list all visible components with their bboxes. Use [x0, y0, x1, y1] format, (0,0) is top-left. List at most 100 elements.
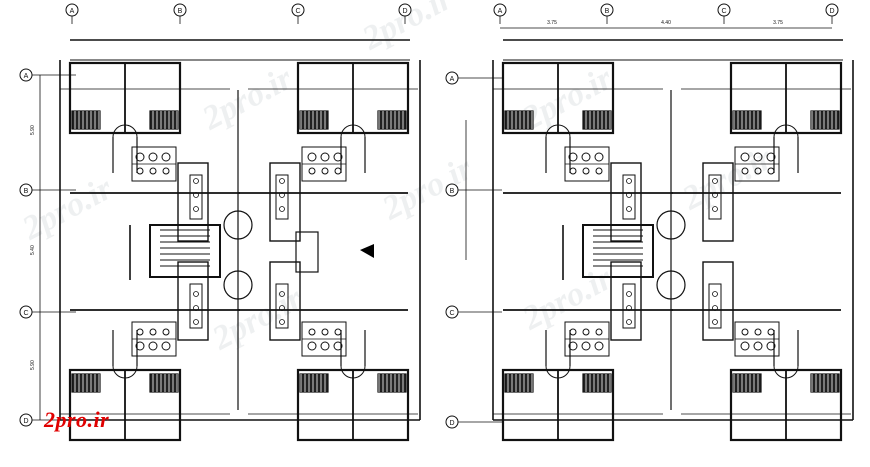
stair-block	[504, 373, 534, 393]
balcony-hatch-2	[299, 373, 329, 393]
fixture-circle	[594, 341, 604, 351]
stair-block	[810, 373, 840, 393]
fixture-circle	[307, 152, 317, 162]
fixture-circle	[149, 167, 157, 175]
burner	[626, 291, 632, 297]
bathroom-fixtures	[131, 146, 177, 182]
fixture-circle	[766, 152, 776, 162]
counter	[708, 283, 722, 329]
floor-plan-left	[59, 39, 421, 442]
fixture-circle	[308, 328, 316, 336]
fixture-circle	[149, 328, 157, 336]
fixture-circle	[581, 152, 591, 162]
burner	[626, 319, 632, 325]
row-grid-bubble: D	[445, 415, 459, 429]
fixture-circle	[161, 152, 171, 162]
bathroom-fixtures	[734, 146, 780, 182]
balcony-hatch-2	[582, 373, 612, 393]
bathroom-fixtures	[301, 321, 347, 357]
row-grid-bubble: D	[19, 413, 33, 427]
counter	[622, 174, 636, 220]
kitchen-counter	[622, 283, 636, 329]
burner	[279, 206, 285, 212]
service-zone	[702, 261, 734, 341]
stair-block	[71, 373, 101, 393]
fixture-circle	[754, 328, 762, 336]
bathroom-fixtures	[301, 146, 347, 182]
stair-block	[732, 373, 762, 393]
fixture-circle	[595, 328, 603, 336]
column-grid-bubble: B	[173, 3, 187, 17]
dimension-label: 3.75	[547, 20, 557, 26]
fixture-circle	[581, 341, 591, 351]
stair-block	[377, 110, 407, 130]
grid-bubble-label: D	[23, 418, 28, 425]
fixture-circle	[568, 341, 578, 351]
fixture-circle	[594, 152, 604, 162]
grid-bubble-label: B	[605, 8, 610, 15]
grid-bubble-label: A	[70, 8, 75, 15]
counter	[275, 174, 289, 220]
balcony-hatch-1	[504, 110, 534, 130]
balcony-hatch-2	[149, 110, 179, 130]
dimension-label: 5.40	[30, 245, 36, 255]
fixture-circle	[320, 152, 330, 162]
grid-bubble-label: A	[24, 73, 29, 80]
service-zone	[610, 162, 642, 242]
service-zone	[269, 162, 301, 242]
fixture-circle	[333, 341, 343, 351]
stair-block	[504, 110, 534, 130]
row-grid-bubble: A	[19, 68, 33, 82]
bathroom-fixtures	[734, 321, 780, 357]
fixture-circle	[740, 341, 750, 351]
grid-bubble-label: B	[24, 188, 29, 195]
burner	[279, 178, 285, 184]
column-grid-bubble: D	[398, 3, 412, 17]
fixture-circle	[767, 328, 775, 336]
stair-block	[71, 110, 101, 130]
fixture-circle	[569, 328, 577, 336]
hall-curve	[112, 124, 138, 138]
burner	[626, 206, 632, 212]
column-grid-bubble: A	[65, 3, 79, 17]
counter	[189, 283, 203, 329]
column-grid-bubble: B	[600, 3, 614, 17]
counter	[189, 174, 203, 220]
grid-bubble-label: C	[449, 310, 454, 317]
apartment-unit	[60, 61, 240, 242]
kitchen-counter	[189, 174, 203, 220]
north-arrow	[360, 244, 374, 258]
burner	[712, 319, 718, 325]
dimension-label: 5.90	[30, 125, 36, 135]
kitchen-counter	[275, 174, 289, 220]
fixture-circle	[766, 341, 776, 351]
service-zone	[702, 162, 734, 242]
apartment-unit	[493, 61, 673, 242]
stair-block	[732, 110, 762, 130]
kitchen-counter	[622, 174, 636, 220]
balcony-hatch-2	[582, 110, 612, 130]
fixture-circle	[754, 167, 762, 175]
service-zone	[177, 162, 209, 242]
burner	[279, 319, 285, 325]
apartment-unit	[60, 261, 240, 442]
fixture-circle	[308, 167, 316, 175]
fixture-circle	[333, 152, 343, 162]
grid-bubble-label: B	[178, 8, 183, 15]
fixture-circle	[334, 167, 342, 175]
grid-bubble-label: B	[450, 188, 455, 195]
dimension-label: 5.90	[30, 360, 36, 370]
hall-curve	[545, 365, 571, 379]
stair-block	[377, 373, 407, 393]
burner	[712, 178, 718, 184]
fixture-circle	[569, 167, 577, 175]
hall-curve	[773, 365, 799, 379]
row-grid-bubble: B	[19, 183, 33, 197]
stair-block	[810, 110, 840, 130]
row-grid-bubble: B	[445, 183, 459, 197]
balcony-hatch-1	[377, 373, 407, 393]
balcony-hatch-2	[732, 373, 762, 393]
fixture-circle	[162, 167, 170, 175]
fixture-circle	[162, 328, 170, 336]
